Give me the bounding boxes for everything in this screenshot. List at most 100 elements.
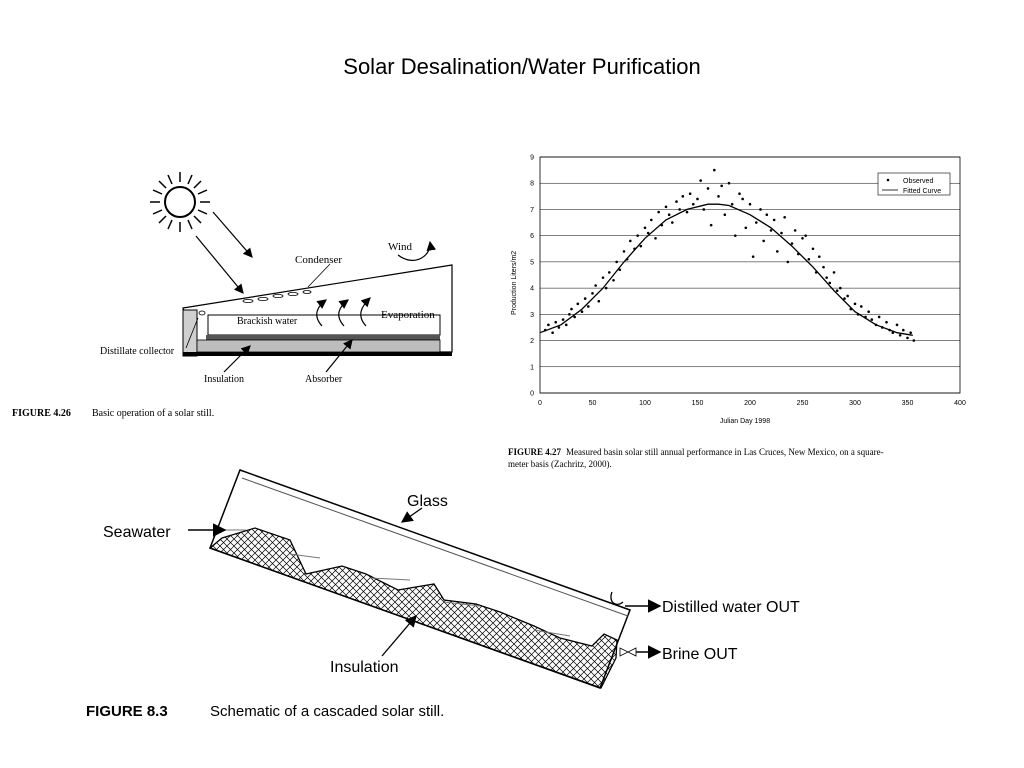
observed-point xyxy=(591,292,594,295)
legend-observed: Observed xyxy=(903,178,933,185)
wind-arrow xyxy=(397,240,437,261)
observed-point xyxy=(723,213,727,216)
plot-frame xyxy=(539,156,961,394)
observed-point xyxy=(895,323,899,327)
observed-point xyxy=(765,213,769,216)
caption-line1: Measured basin solar still annual perfor… xyxy=(566,447,884,457)
distillate-collector xyxy=(610,591,624,606)
absorber-arrow xyxy=(325,339,353,373)
y-tick-label: 0 xyxy=(530,391,534,398)
caption-number: FIGURE 4.26 xyxy=(12,408,71,419)
observed-point xyxy=(720,184,723,188)
observed-point xyxy=(713,168,716,172)
legend-fitted: Fitted Curve xyxy=(903,188,941,195)
observed-point xyxy=(835,289,839,293)
observed-point xyxy=(709,223,713,227)
figure-4-26: Wind Condenser Evaporation Brackish wate… xyxy=(12,172,453,419)
observed-point xyxy=(734,234,737,237)
observed-point xyxy=(902,328,905,332)
x-tick-label: 250 xyxy=(797,400,809,407)
observed-point xyxy=(601,276,605,279)
observed-point xyxy=(681,195,685,198)
observed-point xyxy=(832,271,836,274)
observed-point xyxy=(738,192,741,196)
observed-point xyxy=(762,239,765,243)
observed-point xyxy=(583,297,587,300)
observed-point xyxy=(568,313,571,316)
observed-point xyxy=(636,234,639,237)
observed-point xyxy=(828,281,832,285)
observed-point xyxy=(678,208,681,211)
observed-point xyxy=(780,231,783,235)
observed-point xyxy=(807,257,811,261)
observed-point xyxy=(650,218,653,222)
label-condenser: Condenser xyxy=(295,254,342,266)
observed-point xyxy=(751,255,755,258)
observed-point xyxy=(801,236,804,240)
observed-point xyxy=(776,250,779,253)
observed-point xyxy=(772,218,776,222)
observed-point xyxy=(717,195,720,198)
observed-point xyxy=(557,326,561,329)
observed-point xyxy=(912,339,916,342)
observed-point xyxy=(608,271,611,274)
observed-point xyxy=(594,284,597,287)
leader-line xyxy=(185,317,199,349)
caption-text: Basic operation of a solar still. xyxy=(92,408,214,419)
insulation-arrow xyxy=(223,345,251,373)
observed-point xyxy=(675,200,678,203)
observed-point xyxy=(846,294,849,298)
observed-point xyxy=(646,231,650,235)
y-tick-label: 9 xyxy=(530,155,534,162)
observed-point xyxy=(744,226,748,230)
observed-point xyxy=(793,229,797,232)
label-brackish-water: Brackish water xyxy=(237,316,298,327)
observed-point xyxy=(804,234,807,237)
x-tick-label: 350 xyxy=(902,400,914,407)
label-glass: Glass xyxy=(407,493,448,510)
label-evaporation: Evaporation xyxy=(381,309,435,321)
observed-point xyxy=(811,247,815,251)
observed-point xyxy=(554,320,558,324)
observed-point xyxy=(629,239,632,243)
x-tick-label: 300 xyxy=(849,400,861,407)
caption-number: FIGURE 4.27 xyxy=(508,447,562,457)
observed-point xyxy=(618,268,622,272)
observed-point xyxy=(604,286,608,290)
brine-valve-icon xyxy=(619,647,637,657)
observed-point xyxy=(612,278,615,282)
caption-number: FIGURE 8.3 xyxy=(86,703,168,720)
sunlight-arrow xyxy=(212,211,253,258)
figure-8-3: Glass Seawater Distilled water OUT Brine… xyxy=(86,469,800,720)
observed-point xyxy=(885,320,888,324)
leader-line xyxy=(307,263,331,288)
observed-point xyxy=(597,299,601,303)
observed-point xyxy=(860,305,863,308)
label-insulation: Insulation xyxy=(204,374,244,385)
observed-point xyxy=(657,210,660,214)
caption-line2: meter basis (Zachritz, 2000). xyxy=(508,459,612,469)
observed-point xyxy=(741,197,744,201)
observed-point xyxy=(580,310,584,314)
observed-point xyxy=(692,202,695,206)
observed-point xyxy=(561,318,565,321)
observed-point xyxy=(877,315,881,319)
observed-point xyxy=(867,310,870,314)
observed-point xyxy=(853,302,857,306)
sunlight-arrow xyxy=(195,235,244,294)
observed-point xyxy=(564,323,568,327)
y-tick-label: 7 xyxy=(530,207,534,214)
label-seawater: Seawater xyxy=(103,524,171,541)
observed-point xyxy=(748,202,752,206)
x-tick-label: 100 xyxy=(639,400,651,407)
caption-text: Schematic of a cascaded solar still. xyxy=(210,703,444,720)
observed-point xyxy=(843,297,846,300)
y-tick-label: 3 xyxy=(530,312,534,319)
observed-point xyxy=(688,192,692,196)
observed-point xyxy=(667,213,671,216)
observed-point xyxy=(664,205,668,209)
observed-point xyxy=(906,336,909,340)
observed-point xyxy=(699,179,702,182)
observed-point xyxy=(822,265,825,269)
observed-point xyxy=(639,244,643,248)
